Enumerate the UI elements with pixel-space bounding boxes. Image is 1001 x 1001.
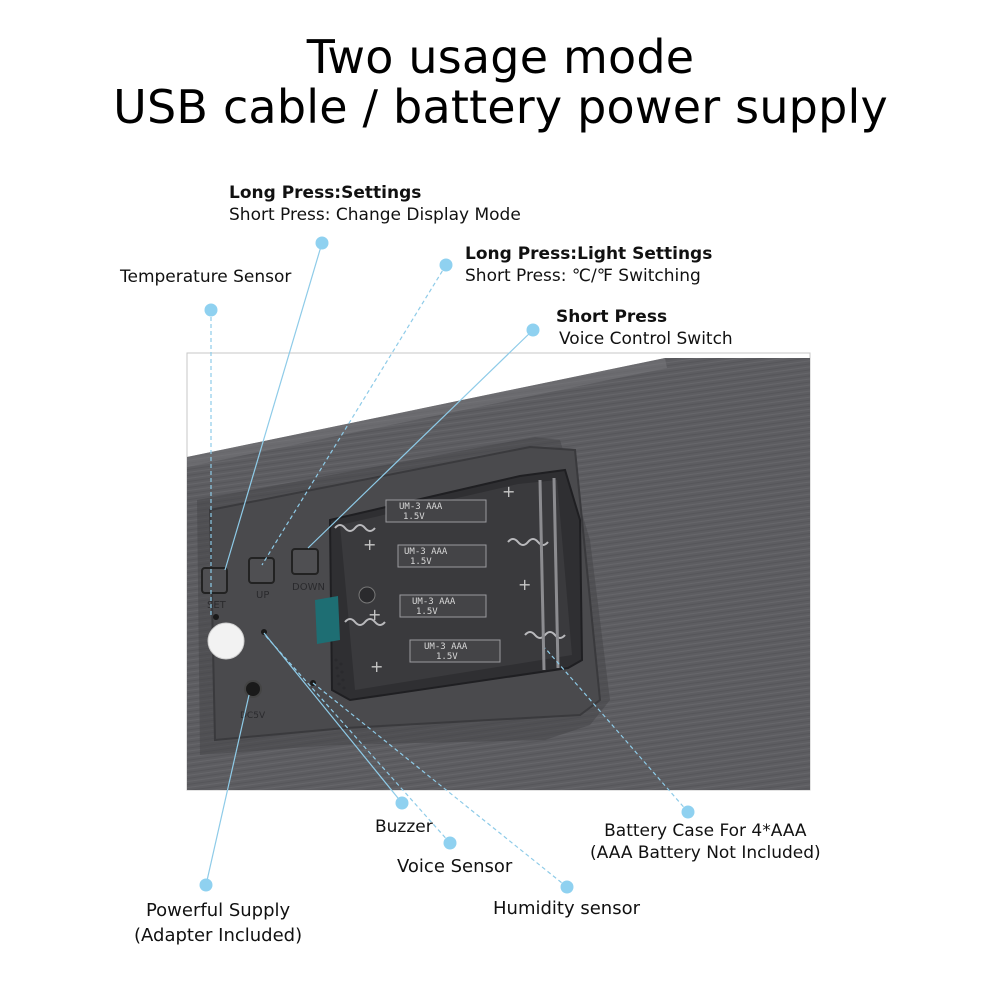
button-set bbox=[201, 567, 228, 594]
callout-settings: Long Press:Settings Short Press: Change … bbox=[229, 182, 521, 226]
battery-label-4: UM-3 AAA bbox=[424, 642, 468, 652]
battery-volt-4: 1.5V bbox=[436, 652, 458, 662]
callout-humidity-normal: Humidity sensor bbox=[493, 898, 640, 919]
callout-temperature: Temperature Sensor bbox=[120, 266, 291, 288]
callout-temperature-normal: Temperature Sensor bbox=[120, 267, 292, 287]
callout-voice-switch-normal: Voice Control Switch bbox=[559, 329, 733, 349]
polarity-5: + bbox=[370, 657, 383, 676]
callout-light-normal: Short Press: ℃/℉ Switching bbox=[465, 266, 701, 286]
callout-voice-switch-bold: Short Press bbox=[556, 307, 668, 327]
callout-battery-line1: Battery Case For 4*AAA bbox=[604, 821, 807, 841]
power-jack-label: DC5V bbox=[240, 711, 266, 721]
callout-humidity: Humidity sensor bbox=[493, 898, 640, 920]
display-window bbox=[315, 596, 340, 644]
voice-sensor-hole bbox=[261, 629, 267, 635]
callout-buzzer-normal: Buzzer bbox=[375, 817, 433, 837]
battery-volt-3: 1.5V bbox=[416, 607, 438, 617]
buzzer-grille bbox=[334, 658, 346, 690]
leader-power bbox=[205, 694, 250, 886]
battery-slot-4 bbox=[409, 639, 501, 663]
callout-light: Long Press:Light Settings Short Press: ℃… bbox=[465, 243, 712, 287]
battery-slot-3 bbox=[399, 594, 487, 618]
battery-label-1: UM-3 AAA bbox=[399, 502, 443, 512]
callout-buzzer: Buzzer bbox=[375, 816, 433, 838]
battery-slot-2 bbox=[397, 544, 487, 568]
button-up-label: UP bbox=[256, 590, 269, 601]
title-line-1: Two usage mode bbox=[306, 30, 695, 84]
leader-settings bbox=[224, 242, 323, 571]
button-set-label: SET bbox=[207, 600, 227, 611]
callout-voice-sensor: Voice Sensor bbox=[397, 856, 512, 878]
battery-slot-1 bbox=[385, 499, 487, 523]
battery-slots bbox=[385, 499, 501, 663]
callout-power-line2: (Adapter Included) bbox=[134, 925, 303, 946]
leader-dots bbox=[199, 236, 695, 894]
polarity-2: + bbox=[363, 535, 376, 554]
power-jack bbox=[244, 680, 262, 698]
callout-power: Powerful Supply (Adapter Included) bbox=[134, 898, 302, 948]
polarity-3: + bbox=[518, 575, 531, 594]
leader-voice-sensor bbox=[263, 633, 451, 844]
callout-settings-bold: Long Press:Settings bbox=[229, 183, 422, 203]
title-line-2: USB cable / battery power supply bbox=[113, 80, 888, 134]
callout-battery-line2: (AAA Battery Not Included) bbox=[590, 843, 821, 863]
temperature-sensor bbox=[207, 622, 245, 660]
sensor-hole bbox=[213, 614, 219, 620]
callout-voice-switch: Short Press Voice Control Switch bbox=[556, 306, 733, 350]
polarity-1: + bbox=[502, 482, 515, 501]
battery-label-2: UM-3 AAA bbox=[404, 547, 448, 557]
battery-screw bbox=[358, 586, 376, 604]
callout-battery: Battery Case For 4*AAA (AAA Battery Not … bbox=[590, 820, 821, 864]
battery-springs bbox=[334, 477, 566, 671]
battery-label-3: UM-3 AAA bbox=[412, 597, 456, 607]
leader-battery bbox=[544, 647, 689, 813]
battery-volt-1: 1.5V bbox=[403, 512, 425, 522]
button-down bbox=[291, 548, 319, 575]
callout-power-line1: Powerful Supply bbox=[145, 900, 291, 921]
leader-buzzer bbox=[263, 632, 403, 804]
button-up bbox=[248, 557, 275, 584]
button-down-label: DOWN bbox=[292, 582, 325, 593]
callout-voice-sensor-normal: Voice Sensor bbox=[397, 856, 513, 877]
battery-volt-2: 1.5V bbox=[410, 557, 432, 567]
callout-light-bold: Long Press:Light Settings bbox=[465, 244, 713, 264]
leader-light bbox=[261, 264, 447, 566]
leader-voice-switch bbox=[307, 329, 534, 549]
battery-compartment bbox=[328, 468, 584, 702]
leader-humidity bbox=[312, 682, 568, 888]
leader-lines bbox=[205, 242, 689, 888]
callout-settings-normal: Short Press: Change Display Mode bbox=[229, 205, 521, 225]
